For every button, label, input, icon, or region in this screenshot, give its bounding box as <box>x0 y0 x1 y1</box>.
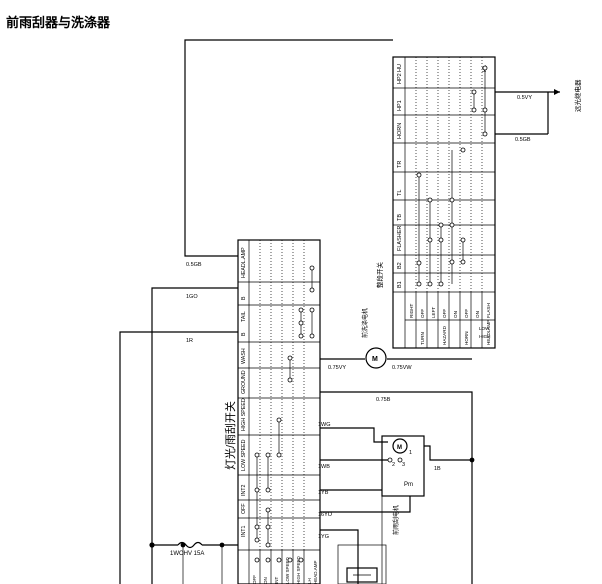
top-col-hp2: HP2 <box>397 73 403 84</box>
wiper-pin-2: 2 <box>392 462 395 468</box>
top-col-hp1: HP1 <box>397 100 403 111</box>
top-col-b1: B1 <box>397 281 403 288</box>
wiper-motor-name: 前雨刮电机 <box>392 505 400 535</box>
top-row-right: RIGHT <box>409 304 414 318</box>
main-row-lh: LH <box>307 578 312 584</box>
wire-075b: 0.75B <box>376 397 391 403</box>
top-col-tl: TL <box>397 190 403 196</box>
relay-name: 远光继电器 <box>573 79 582 112</box>
wire-1r: 1R <box>186 338 193 344</box>
main-col-ground: GROUND <box>241 370 247 394</box>
page-title: 前雨刮器与洗涤器 <box>6 16 111 31</box>
top-group-headlamp: HEADLAMP <box>486 320 491 345</box>
left-wires: 1GO 1R 1WOHV 15A <box>119 287 238 584</box>
wire-05gb-route: 0.5GB <box>184 39 393 268</box>
wiper-pin-1: 1 <box>409 450 412 456</box>
main-row-high-speed: HIGH SPEED <box>296 555 301 584</box>
wiper-motor <box>392 438 408 454</box>
main-col-tail: TAIL <box>241 311 247 322</box>
main-switch-contacts <box>254 265 315 563</box>
top-row-on: ON <box>453 311 458 318</box>
top-col-tb: TB <box>397 214 403 221</box>
top-switch-name: 整段开关 <box>375 262 384 289</box>
wire-075vw: 0.75VW <box>392 365 412 371</box>
main-col-int2: INT2 <box>241 484 247 496</box>
main-col-wash: WASH <box>241 348 247 364</box>
wire-1yb: 1YB <box>318 490 329 496</box>
top-group-turn: TURN <box>420 332 425 345</box>
relay-wires: 0.5VY 0.5GB 远光继电器 <box>495 79 582 143</box>
fuse-label: 1WOHV 15A <box>170 551 204 557</box>
wire-1go: 1GO <box>186 294 198 300</box>
main-col-high-speed: HIGH SPEED <box>241 398 247 431</box>
top-group-horn: HORN <box>464 331 469 345</box>
wire-1wg: 1WG <box>318 422 331 428</box>
wiper-pm: Pm <box>404 482 413 488</box>
washer-motor-name: 前洗涤电机 <box>361 308 369 338</box>
top-switch-table: B1 B2 FLASHER TB TL TR HORN HP1 HP2 HU H… <box>375 56 496 349</box>
wiper-motor-symbol: M <box>397 445 402 451</box>
main-row-on: ON <box>263 577 268 584</box>
top-col-b2: B2 <box>397 262 403 269</box>
wiper-pin-3: 3 <box>402 462 405 468</box>
top-row-low: LOW <box>479 326 490 331</box>
wiper-motor-box <box>381 435 425 497</box>
main-row-headlamp: HEAD.AMP <box>313 560 318 584</box>
main-col-off: OFF <box>241 503 247 514</box>
washer-motor-symbol: M <box>372 356 378 363</box>
wire-1wb: 1WB <box>318 464 330 470</box>
main-col-b2: B <box>241 332 247 336</box>
main-row-int: INT <box>274 577 279 584</box>
top-row-left: LEFT <box>431 307 436 318</box>
top-row-off: OFF <box>420 309 425 318</box>
top-row-off2: OFF <box>442 309 447 318</box>
main-row-off: OFF <box>252 575 257 584</box>
main-col-int1: INT1 <box>241 525 247 537</box>
top-row-off3: OFF <box>464 309 469 318</box>
top-switch-contacts <box>416 65 488 287</box>
top-row-on2: ON <box>475 311 480 318</box>
top-group-hazard: HAZARD <box>442 325 447 345</box>
top-col-hu: HU <box>397 64 403 72</box>
wire-05vy: 0.5VY <box>517 95 532 101</box>
main-col-b1: B <box>241 296 247 300</box>
main-switch-table: HEADL.AMP B TAIL B WASH GROUND HIGH SPEE… <box>223 239 321 584</box>
top-col-flasher: FLASHER <box>397 226 403 251</box>
washer-motor <box>365 347 387 369</box>
main-switch-name: 灯光/雨刮开关 <box>223 401 237 470</box>
wire-05gb: 0.5GB <box>186 262 202 268</box>
wire-1yg: 1YG <box>318 534 329 540</box>
relay-coil <box>346 567 378 583</box>
wire-075vy: 0.75VY <box>328 365 346 371</box>
top-col-tr: TR <box>397 161 403 168</box>
main-col-headlamp: HEADL.AMP <box>241 247 247 278</box>
top-row-high: HIGH <box>479 334 490 339</box>
relay-box <box>337 544 387 584</box>
top-row-flash: FLASH <box>486 303 491 318</box>
wire-16yo: 16YO <box>318 512 333 518</box>
wire-05gb-b: 0.5GB <box>515 137 531 143</box>
wire-1b: 1B <box>434 466 441 472</box>
right-wires: M 前洗涤电机 0.75VY 0.75VW 0.75B M 1 2 3 Pm 前… <box>318 308 475 584</box>
main-col-low-speed: LOW SPEED <box>241 439 247 471</box>
main-row-low-speed: LOW SPEED <box>285 556 290 584</box>
top-col-horn: HORN <box>397 123 403 139</box>
